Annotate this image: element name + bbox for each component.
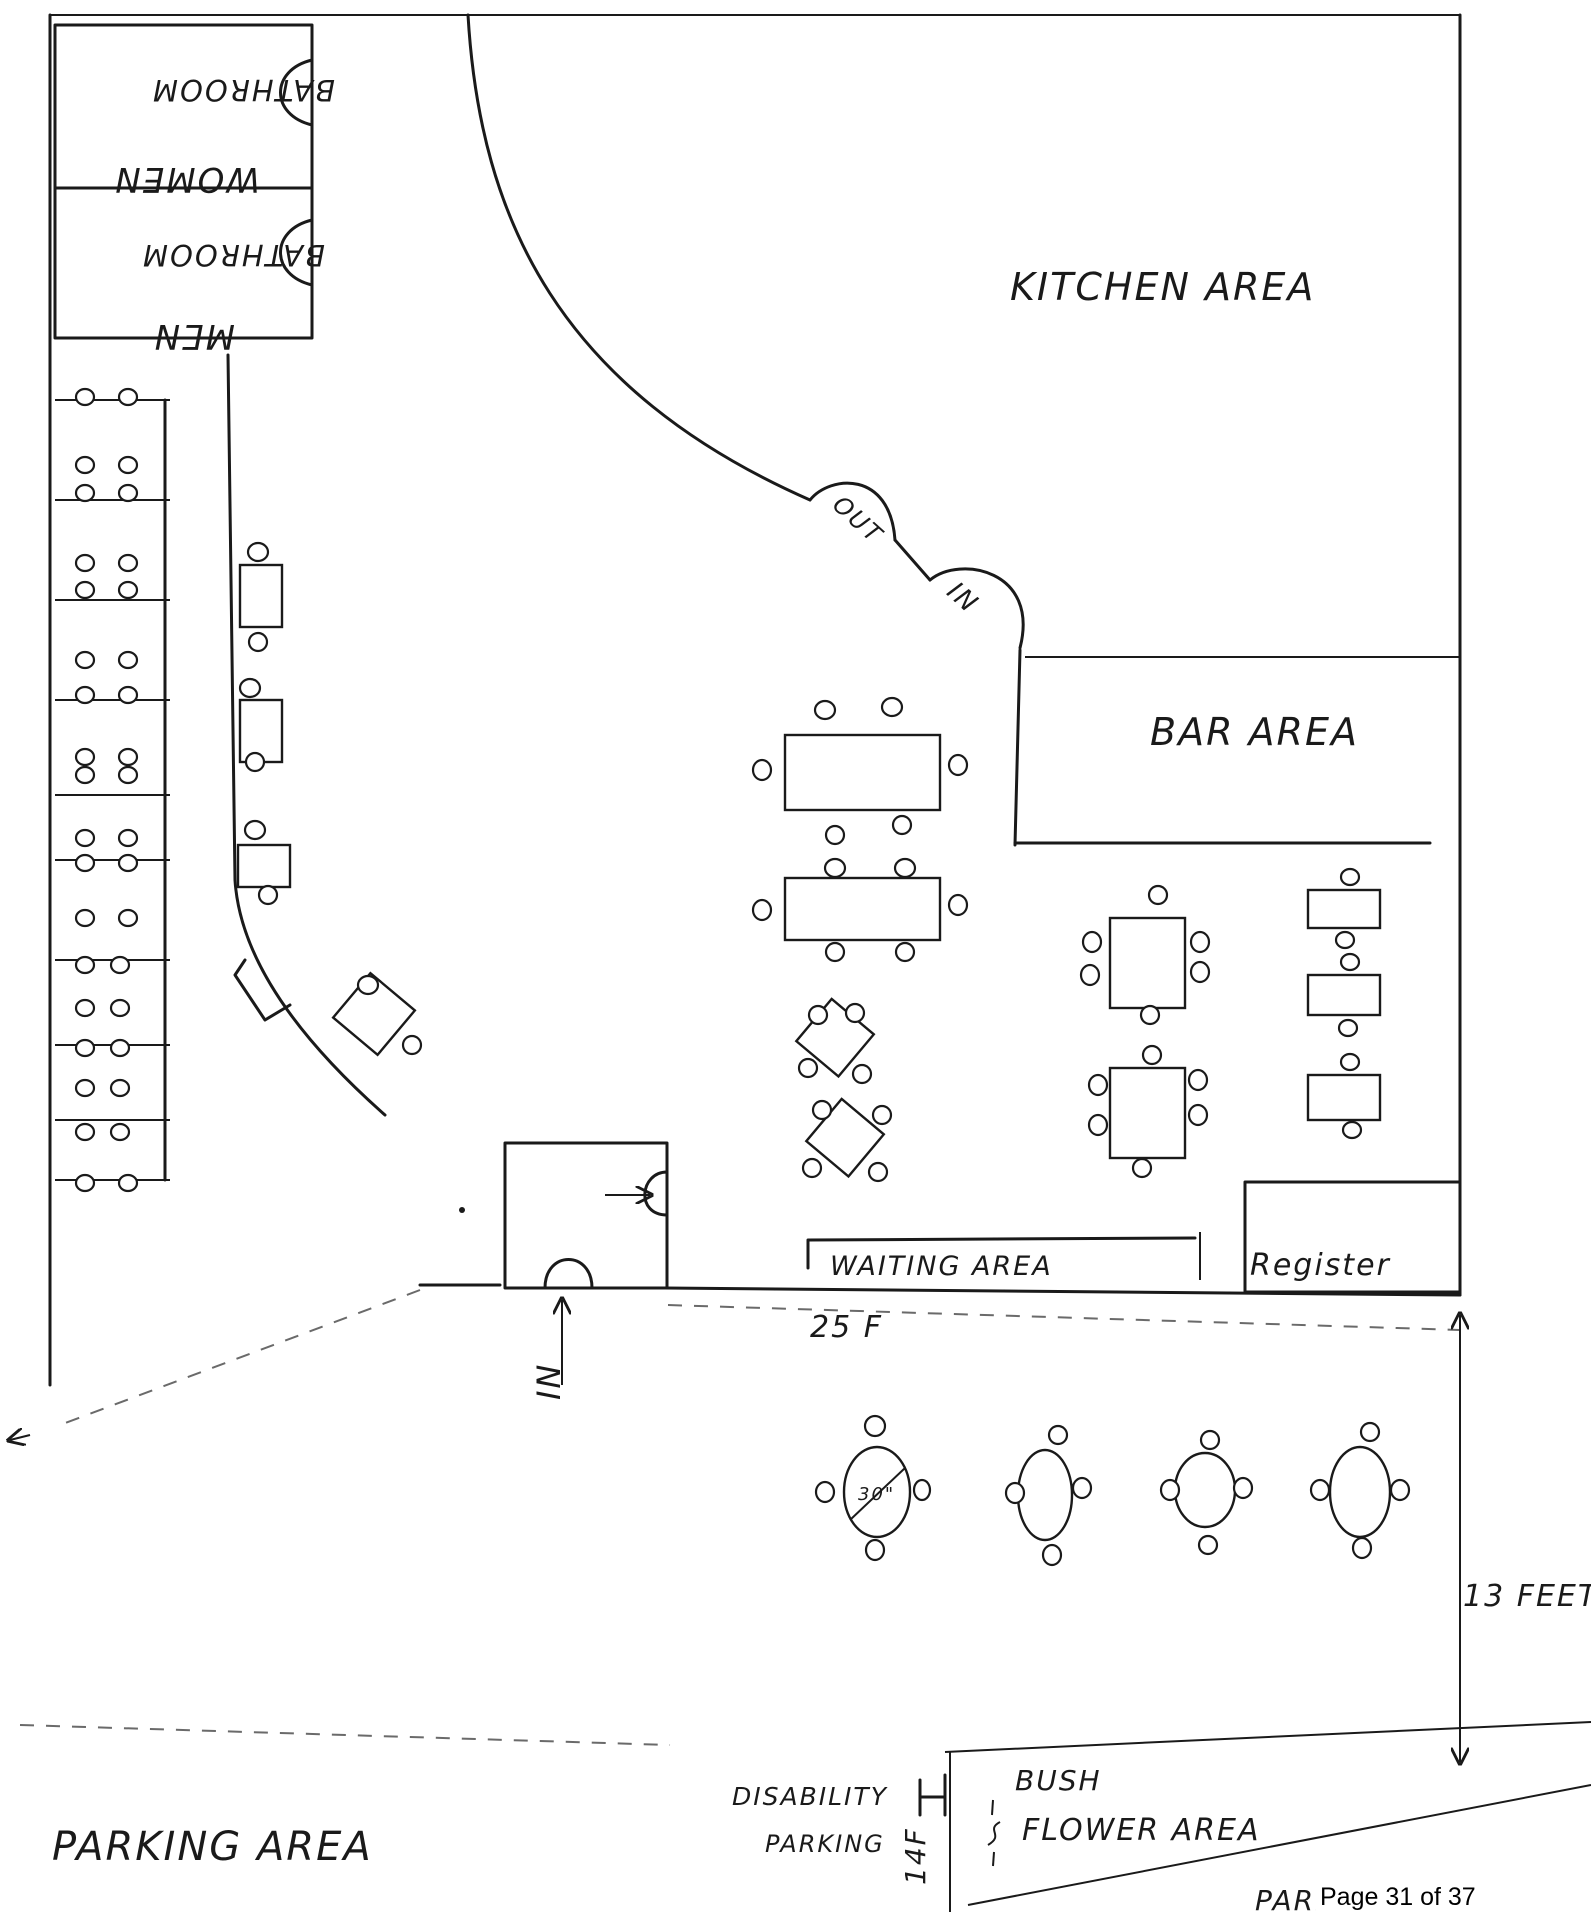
disability-label-line-1: DISABILITY [732, 1782, 888, 1811]
width-measure-label: 25 F [810, 1310, 883, 1345]
flower-area: BUSH FLOWER AREA [987, 1764, 1261, 1867]
patio-depth-label: 13 FEET [1463, 1579, 1591, 1614]
disability-parking: DISABILITY PARKING 14F [732, 1773, 947, 1885]
page-number: Page 31 of 37 [1316, 1883, 1480, 1912]
entrance-arrow: IN [530, 1300, 568, 1400]
right-tables [1079, 867, 1382, 1179]
booth-dividers [55, 398, 170, 1182]
register-counter: Register [1243, 1180, 1462, 1294]
bar-area: BAR AREA [1013, 656, 1460, 845]
women-bathroom: BATHROOM WOMEN [53, 23, 335, 199]
door-in-kitchen-label: IN [941, 577, 984, 620]
patio-depth-measure: 13 FEET [1460, 1315, 1591, 1762]
center-tables [751, 696, 969, 1183]
entrance-in-label: IN [530, 1363, 568, 1400]
entrance-vestibule [459, 1141, 669, 1290]
partition-wall [226, 353, 387, 1117]
parking-area-label: PARKING AREA [52, 1824, 373, 1870]
register-label: Register [1250, 1248, 1391, 1283]
ramp-width-label: 14F [899, 1827, 932, 1885]
disability-label-line-2: PARKING [765, 1830, 885, 1858]
patio-boundary: 25 F [10, 1289, 1461, 1440]
building-walls [48, 13, 1462, 1387]
bathroom-women-top-label: BATHROOM [151, 73, 335, 107]
bathroom-men-bottom-label: MEN [153, 316, 235, 356]
patio-round-tables: 30" [814, 1414, 1411, 1567]
waiting-area: WAITING AREA [806, 1232, 1201, 1282]
bathroom-women-bottom-label: WOMEN [113, 159, 260, 199]
booth-chairs [74, 387, 139, 1193]
flower-label: FLOWER AREA [1022, 1813, 1261, 1848]
bathroom-men-top-label: BATHROOM [141, 238, 325, 272]
kitchen-label: KITCHEN AREA [1010, 265, 1315, 309]
partition-tables [236, 541, 423, 1057]
booth-column [55, 387, 170, 1193]
table-size-label: 30" [858, 1484, 895, 1505]
bar-label: BAR AREA [1150, 710, 1359, 754]
waiting-label: WAITING AREA [830, 1251, 1053, 1282]
site-boundaries [19, 1721, 1591, 1912]
bush-label: BUSH [1015, 1764, 1102, 1797]
kitchen-area: KITCHEN AREA [466, 13, 1315, 502]
men-bathroom: BATHROOM MEN [53, 186, 325, 356]
